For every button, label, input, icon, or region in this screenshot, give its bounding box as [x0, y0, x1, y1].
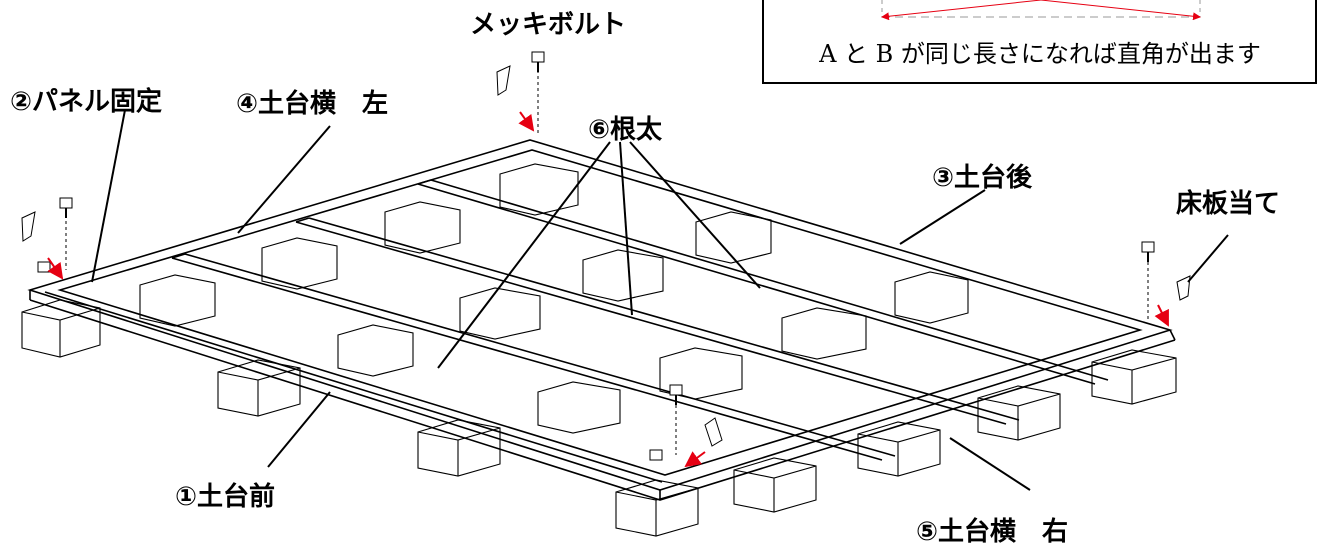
foundation-block	[695, 211, 772, 264]
foundation-block	[261, 237, 338, 290]
bolt-icon	[649, 449, 663, 461]
foundation-block	[894, 271, 969, 324]
foundation-block	[1091, 349, 1177, 405]
foundation-block	[337, 324, 414, 377]
foundation-frame	[27, 139, 1176, 501]
bolts	[21, 51, 1191, 461]
base-left-label: ④土台横 左	[236, 88, 388, 119]
plate-icon	[1176, 275, 1191, 301]
bolt-label: メッキボルト	[470, 10, 626, 40]
bolt-icon	[531, 51, 545, 135]
panel-fix-label: ②パネル固定	[10, 86, 162, 117]
plate-icon	[496, 65, 511, 96]
squaring-note-text: A と B が同じ長さになれば直角が出ます	[818, 40, 1261, 68]
floor-plate-label: 床板当て	[1176, 188, 1280, 219]
foundation-block	[977, 385, 1061, 441]
foundation-block	[459, 287, 541, 340]
bolt-icon	[1141, 241, 1155, 320]
foundation-block	[217, 359, 301, 417]
base-right-label: ⑤土台横 右	[916, 516, 1068, 547]
bolt-icon	[59, 197, 73, 270]
plate-icon	[704, 417, 723, 447]
foundation-block	[582, 249, 664, 302]
foundation-block	[499, 163, 579, 216]
joist-label: ⑥根太	[588, 115, 663, 145]
foundation-block	[733, 457, 817, 513]
bolt-icon	[37, 261, 51, 273]
foundation-block	[139, 274, 216, 327]
foundation-blocks	[21, 163, 1177, 537]
direction-arrows	[47, 111, 1169, 468]
foundation-block	[384, 201, 461, 254]
leader-lines	[91, 109, 1229, 491]
plate-icon	[21, 211, 36, 242]
bolt-icon	[669, 384, 683, 455]
foundation-block	[857, 421, 941, 477]
base-back-label: ③土台後	[932, 162, 1033, 193]
foundation-block	[537, 381, 621, 434]
squaring-note-box: A と B が同じ長さになれば直角が出ます	[762, 0, 1317, 84]
foundation-block	[417, 419, 501, 477]
foundation-block	[781, 307, 867, 360]
base-front-label: ①土台前	[175, 481, 275, 512]
